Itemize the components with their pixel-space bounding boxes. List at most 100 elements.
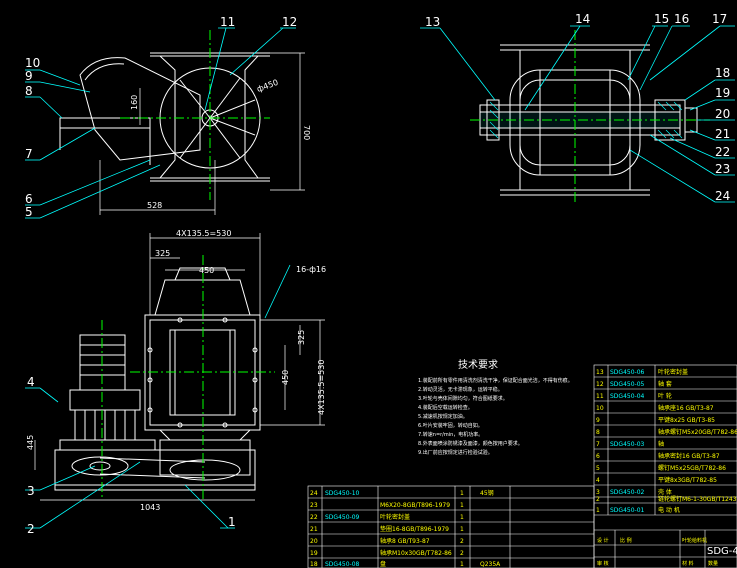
- dim-4x135-top: 4X135.5=530: [176, 229, 231, 238]
- bom-r-name: 轴承螺钉M5x20GB/T782-86: [658, 428, 737, 436]
- callout-2: 2: [27, 522, 35, 536]
- bom-b-name: 叶轮密封盖: [380, 513, 410, 521]
- bom-r-name: 链轮螺钉M6-1-30GB/T1243-1997: [658, 495, 737, 503]
- side-view-centerlines: [120, 30, 270, 200]
- bom-b-qty: 1: [460, 526, 464, 533]
- callout-17: 17: [712, 12, 727, 26]
- plan-view-centerlines: [101, 255, 275, 500]
- bom-r-no: 2: [596, 496, 600, 503]
- bom-bottom-grid: [307, 485, 595, 568]
- bom-b-code: SDG450-10: [325, 490, 360, 497]
- section-view-centerline: [470, 30, 710, 205]
- title-block: SDG-4 叶轮给料机 设 计 审 核 比 例 材 料 数量: [597, 537, 737, 567]
- note-line-9: 9.出厂前应按规定进行检验试验。: [418, 449, 493, 456]
- callout-14: 14: [575, 12, 590, 26]
- bom-r-no: 8: [596, 429, 600, 436]
- technical-notes: 技术要求 1.装配前所有零件用清洗剂清洗干净，保证配合面光洁，不得有伤痕。 2.…: [418, 358, 573, 456]
- bom-r-name: 平键8x3GB/T782-85: [658, 476, 717, 484]
- bom-r-no: 4: [596, 477, 600, 484]
- bom-r-code: SDG450-06: [610, 369, 645, 376]
- dim-4x135-right: 4X135.5=530: [317, 360, 326, 415]
- bom-r-name: 壳 体: [658, 488, 672, 496]
- dim-325-right: 325: [297, 330, 306, 345]
- callout-16: 16: [674, 12, 689, 26]
- dim-450-right: 450: [281, 370, 290, 385]
- title-label-4: 比 例: [620, 537, 632, 544]
- note-line-5: 5.减速机按规定加油。: [418, 413, 468, 420]
- side-view: [59, 52, 270, 182]
- bom-bottom-text: 24 SDG450-10 1 45钢 23 M6X20-8GB/T896-197…: [310, 489, 501, 568]
- bom-r-name: 平键8x25 GB/T3-85: [658, 416, 715, 424]
- bom-r-no: 10: [596, 405, 604, 412]
- bom-b-qty: 2: [460, 550, 464, 557]
- callout-8: 8: [25, 84, 33, 98]
- bom-b-code: SDG450-09: [325, 514, 360, 521]
- callout-1: 1: [228, 515, 236, 529]
- bom-r-no: 13: [596, 369, 604, 376]
- bom-b-name: 盘: [380, 560, 386, 568]
- callout-10: 10: [25, 56, 40, 70]
- bom-r-code: SDG450-05: [610, 381, 645, 388]
- callout-18: 18: [715, 66, 730, 80]
- bom-r-name: 螺钉M5x25GB/T782-86: [658, 464, 726, 472]
- callout-numbers: 10 9 8 7 6 5 11 12 13 14 15 16 17 18 19 …: [25, 12, 730, 536]
- title-label-6: 数量: [708, 560, 718, 567]
- note-line-7: 7.转速n=r/min，电机功率。: [418, 431, 483, 438]
- bom-r-no: 7: [596, 441, 600, 448]
- bom-b-code: SDG450-08: [325, 561, 360, 568]
- callout-leaders: [25, 25, 735, 529]
- dim-160: 160: [130, 95, 139, 110]
- bom-b-no: 21: [310, 526, 318, 533]
- bom-r-name: 轴: [658, 440, 664, 448]
- bom-b-qty: 1: [460, 490, 464, 497]
- bom-r-no: 12: [596, 381, 604, 388]
- callout-3: 3: [27, 484, 35, 498]
- title-label-5: 材 料: [682, 560, 694, 567]
- bom-b-no: 20: [310, 538, 318, 545]
- dim-700: 700: [302, 125, 311, 140]
- plan-view-dim-text: 4X135.5=530 325 450 16-ф16 325 450 4X135…: [26, 229, 326, 512]
- bom-r-code: SDG450-01: [610, 507, 645, 514]
- dim-528: 528: [147, 201, 162, 210]
- dim-1043: 1043: [140, 503, 160, 512]
- note-line-1: 1.装配前所有零件用清洗剂清洗干净，保证配合面光洁，不得有伤痕。: [418, 377, 573, 384]
- bom-b-mat: 45钢: [480, 489, 494, 497]
- bom-r-no: 3: [596, 489, 600, 496]
- bom-r-no: 1: [596, 507, 600, 514]
- bom-r-no: 11: [596, 393, 604, 400]
- bom-b-mat: Q235A: [480, 561, 501, 568]
- side-view-dims: [99, 52, 305, 215]
- title-label-1: 叶轮给料机: [682, 537, 707, 544]
- dim-16-holes: 16-ф16: [296, 265, 326, 274]
- drawing-code: SDG-4: [707, 546, 737, 557]
- bom-r-name: 叶 轮: [658, 392, 672, 400]
- note-line-6: 6.叶片安装牢固，转动自如。: [418, 422, 483, 429]
- bom-b-qty: 2: [460, 538, 464, 545]
- note-line-2: 2.转动灵活，无卡滞现象，运转平稳。: [418, 386, 503, 393]
- bom-b-no: 22: [310, 514, 318, 521]
- callout-23: 23: [715, 162, 730, 176]
- callout-4: 4: [27, 375, 35, 389]
- callout-15: 15: [654, 12, 669, 26]
- callout-13: 13: [425, 15, 440, 29]
- section-view-hatch: [489, 101, 683, 139]
- bom-r-name: 轴 套: [658, 380, 672, 388]
- bom-right-text: 13 SDG450-06 叶轮密封盖 12 SDG450-05 轴 套 11 S…: [596, 368, 737, 514]
- bom-r-name: 轴承密封16 GB/T3-87: [658, 452, 720, 460]
- callout-24: 24: [715, 189, 730, 203]
- bom-b-no: 24: [310, 490, 318, 497]
- bom-b-name: 轴承M10x30GB/T782-86: [380, 549, 452, 557]
- callout-19: 19: [715, 86, 730, 100]
- title-label-2: 设 计: [597, 537, 609, 544]
- bom-b-qty: 1: [460, 561, 464, 568]
- note-line-4: 4.装配后空载运转检查。: [418, 404, 473, 411]
- bom-r-no: 5: [596, 465, 600, 472]
- callout-5: 5: [25, 205, 33, 219]
- notes-title: 技术要求: [458, 358, 498, 371]
- bom-b-no: 18: [310, 561, 318, 568]
- note-line-3: 3.叶轮与壳体间隙均匀，符合图纸要求。: [418, 395, 508, 402]
- title-label-3: 审 核: [597, 560, 609, 567]
- note-line-8: 8.外表面喷涂防锈漆及面漆，颜色按用户要求。: [418, 440, 523, 447]
- bom-r-code: SDG450-04: [610, 393, 645, 400]
